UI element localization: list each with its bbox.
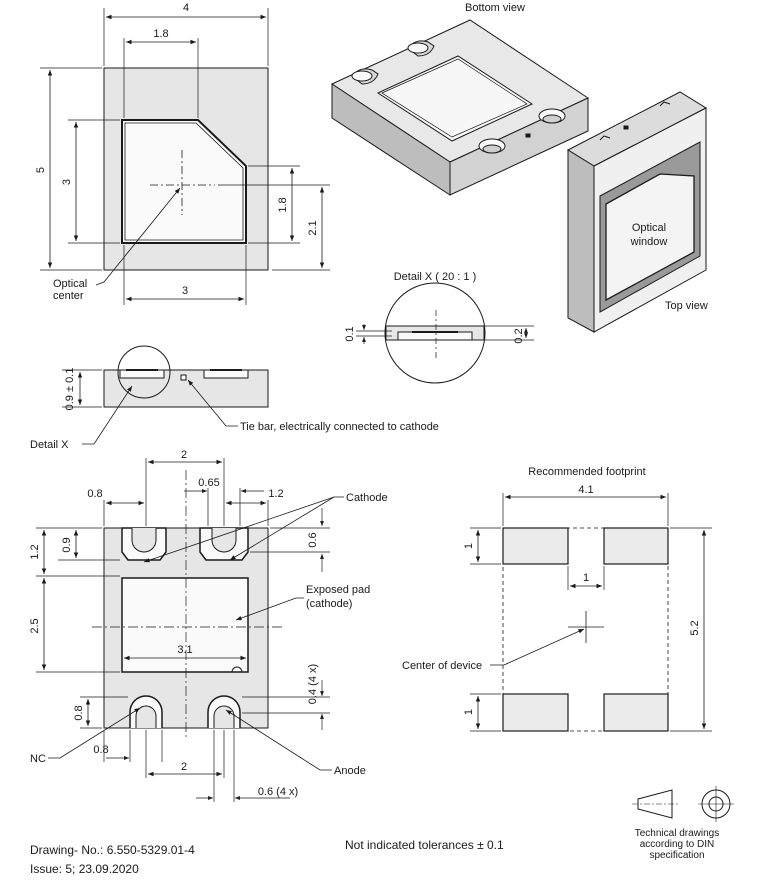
dim-side-thickness: 0.9 ± 0.1 <box>64 368 76 411</box>
din-note-line-3: specification <box>649 850 705 861</box>
anode-label: Anode <box>334 765 366 777</box>
footprint-title: Recommended footprint <box>528 466 645 478</box>
bottom-view-labels: 2 0.65 0.8 1.2 0.9 1.2 0.6 2.5 3.1 0.8 0… <box>29 449 388 798</box>
dim-window-height: 3 <box>61 179 73 185</box>
top-view-title: Top view <box>665 300 708 312</box>
dim-bottom-width: 3 <box>182 285 188 297</box>
isometric-top-view <box>566 91 708 333</box>
dim-top-pad-height: 0.9 <box>61 537 73 552</box>
footprint-labels: Recommended footprint 4.1 1 1 1 5.2 Cent… <box>402 466 701 715</box>
footprint-drawing <box>470 493 712 732</box>
optical-center-label-2: center <box>53 290 84 302</box>
optical-center-label-1: Optical <box>53 278 87 290</box>
nc-label: NC <box>30 753 46 765</box>
dim-detail-left: 0.1 <box>344 326 356 341</box>
issue-date: Issue: 5; 23.09.2020 <box>30 862 139 876</box>
din-note-line-2: according to DIN <box>639 839 715 850</box>
dim-top-height: 5 <box>35 167 47 173</box>
dim-footprint-gap: 1 <box>583 572 589 584</box>
center-of-device-label: Center of device <box>402 660 482 672</box>
top-view-labels: 4 1.8 5 3 1.8 2.1 3 Optical center <box>35 2 319 302</box>
dim-pad-gap: 0.65 <box>198 477 219 489</box>
din-note: Technical drawings according to DIN spec… <box>622 828 732 861</box>
dim-cut-height: 1.8 <box>277 197 289 212</box>
cathode-label: Cathode <box>346 492 388 504</box>
tie-bar-label: Tie bar, electrically connected to catho… <box>240 421 439 433</box>
dim-center-height: 2.1 <box>307 220 319 235</box>
bottom-view-title: Bottom view <box>465 2 525 14</box>
dim-footprint-pad-top: 1 <box>463 543 475 549</box>
dim-bottom-pad-height: 0.8 <box>73 705 85 720</box>
exposed-pad-label-2: (cathode) <box>306 598 352 610</box>
footprint-pad-bottom-left <box>502 693 569 732</box>
drawing-number: Drawing- No.: 6.550-5329.01-4 <box>30 843 195 857</box>
optical-window-outline <box>121 119 247 244</box>
dim-pad-radius: 0.4 (4 x) <box>307 664 319 704</box>
dim-detail-right: 0.2 <box>513 328 525 343</box>
detail-x-drawing <box>356 282 534 384</box>
optical-window-label-2: window <box>630 236 668 248</box>
din-projection-symbol <box>632 786 734 822</box>
dim-pad-width: 0.6 (4 x) <box>258 786 298 798</box>
isometric-bottom-view <box>330 19 590 196</box>
dim-footprint-pad-bottom: 1 <box>463 709 475 715</box>
dim-epad-width: 3.1 <box>177 644 192 656</box>
top-view-drawing <box>40 8 330 305</box>
dim-footprint-width: 4.1 <box>578 484 593 496</box>
footprint-pad-top-left <box>502 527 569 565</box>
dim-bottom-pitch: 2 <box>181 761 187 773</box>
din-note-line-1: Technical drawings <box>634 828 720 839</box>
tolerance-note: Not indicated tolerances ± 0.1 <box>345 838 504 852</box>
side-view-drawing <box>62 345 269 445</box>
dim-epad-height: 2.5 <box>29 618 41 633</box>
footprint-pad-bottom-right <box>603 693 669 732</box>
detail-x-title: Detail X ( 20 : 1 ) <box>394 271 477 283</box>
dim-top-width: 4 <box>183 2 189 14</box>
detail-x-label: Detail X <box>30 439 69 451</box>
optical-window-label-1: Optical <box>632 222 666 234</box>
exposed-pad-label-1: Exposed pad <box>306 584 370 596</box>
bottom-view-drawing <box>36 458 344 802</box>
dim-window-width: 1.8 <box>153 28 168 40</box>
dim-bottom-left-offset: 0.8 <box>93 744 108 756</box>
dim-right-offset: 1.2 <box>268 488 283 500</box>
dim-pad-pitch: 2 <box>181 449 187 461</box>
footprint-pad-top-right <box>603 527 669 565</box>
dim-left-offset: 0.8 <box>87 488 102 500</box>
dim-top-pad-height-2: 0.6 <box>307 532 319 547</box>
dim-footprint-height: 5.2 <box>689 620 701 635</box>
dim-top-offset: 1.2 <box>29 544 41 559</box>
